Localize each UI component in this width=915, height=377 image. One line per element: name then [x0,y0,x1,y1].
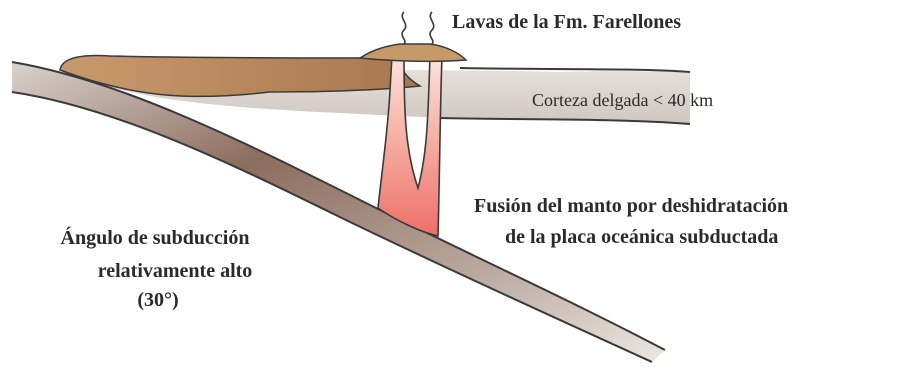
label-lavas: Lavas de la Fm. Farellones [452,11,681,33]
lava-flow [360,44,466,61]
label-fusion-line1: Fusión del manto por deshidratación [474,195,788,217]
label-angulo-line1: Ángulo de subducción [61,226,250,249]
label-angulo-line3: (30°) [137,289,178,311]
eruption-squiggle-left [402,12,406,44]
label-corteza: Corteza delgada < 40 km [532,90,713,110]
label-fusion-line2: de la placa oceánica subductada [505,226,778,248]
eruption-squiggle-right [430,12,434,44]
label-angulo-line2: relativamente alto [98,260,253,282]
